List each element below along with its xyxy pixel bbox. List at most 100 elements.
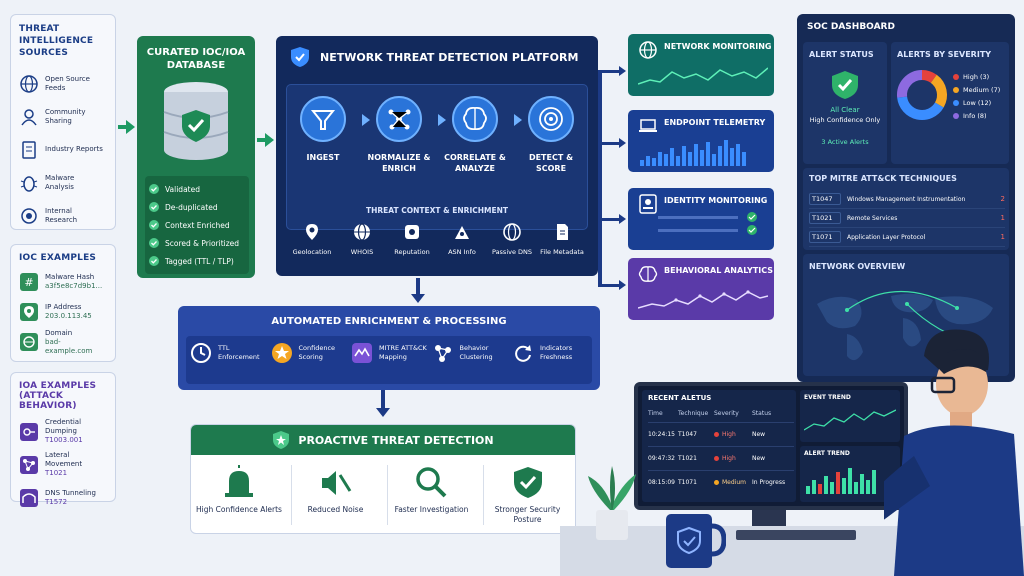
stage-2: CORRELATE & ANALYZE (442, 96, 522, 174)
db-check-item: Context Enriched (149, 216, 245, 234)
mitre-name: Remote Services (847, 214, 898, 222)
arrow-sources-to-db (126, 120, 135, 134)
arrow-db-to-platform (265, 133, 274, 147)
db-check-label: Validated (165, 184, 200, 194)
hash-icon: # (19, 272, 39, 292)
processing-item: TTL Enforcement (190, 342, 268, 364)
db-check-item: Tagged (TTL / TLP) (149, 252, 245, 270)
alert-technique: T1047 (678, 431, 697, 438)
mitre-id: T1047 (809, 193, 841, 205)
alert-severity-label: High (722, 455, 736, 462)
mug-icon (666, 514, 726, 568)
arrow-platform-to-processing (411, 294, 425, 303)
arrow-processing-to-proactive (376, 408, 390, 417)
alert-status-title: ALERT STATUS (809, 50, 874, 59)
context-item: ASN Info (438, 222, 486, 256)
stage-arrow (514, 114, 522, 126)
context-item: Geolocation (288, 222, 336, 256)
db-check-item: De-duplicated (149, 198, 245, 216)
db-check-item: Validated (149, 180, 245, 198)
db-check-label: Context Enriched (165, 220, 230, 230)
mitre-name: Application Layer Protocol (847, 233, 926, 241)
proactive-item: Faster Investigation (387, 465, 475, 525)
processing-title: AUTOMATED ENRICHMENT & PROCESSING (271, 316, 507, 327)
shield-icon (291, 47, 309, 67)
ioa-panel: IOA EXAMPLES (ATTACK BEHAVIOR) Credentia… (10, 372, 116, 507)
donut-slice-3 (897, 70, 923, 98)
donut-slice-1 (930, 74, 947, 108)
processing-label: TTL Enforcement (218, 344, 260, 361)
source-item: Industry Reports (19, 133, 107, 166)
context-label: Geolocation (292, 248, 332, 256)
funnel-icon (300, 96, 346, 142)
alert-technique: T1021 (678, 455, 697, 462)
alert-time: 08:15:09 (648, 479, 675, 486)
context-item: File Metadata (538, 222, 586, 256)
context-label: ASN Info (448, 248, 476, 256)
source-label: Community Sharing (45, 107, 86, 125)
alert-trend-chart (806, 464, 878, 494)
donut-slice-2 (897, 96, 944, 120)
alert-status: New (752, 431, 766, 438)
world-map (817, 290, 993, 361)
report-icon (19, 140, 39, 160)
refresh-icon (512, 342, 534, 364)
network-icon (19, 455, 39, 475)
db-check-label: Tagged (TTL / TLP) (165, 256, 234, 266)
magnifier-icon (388, 465, 475, 501)
mitre-count: 2 (1000, 195, 1005, 203)
clock-icon (190, 342, 212, 364)
monitor-stand (752, 510, 786, 526)
pin-icon (288, 222, 336, 242)
active-alerts-text: 3 Active Alerts (821, 138, 869, 146)
stage-0: INGEST (290, 96, 370, 174)
platform-title: NETWORK THREAT DETECTION PLATFORM (320, 50, 579, 64)
severity-dot (714, 480, 719, 485)
event-trend-title: EVENT TREND (804, 394, 851, 401)
ioa-label: Credential Dumping (45, 418, 82, 435)
laptop-icon (639, 119, 657, 132)
monitor-identity-label: IDENTITY MONITORING (664, 196, 768, 205)
alert-time: 10:24:15 (648, 431, 675, 438)
ioc-label: Domain (45, 328, 73, 337)
globe-icon (19, 74, 39, 94)
alert-severity: High (714, 431, 752, 438)
event-trend-chart (804, 409, 896, 431)
processing-label: MITRE ATT&CK Mapping (379, 344, 427, 361)
processing-label: Behavior Clustering (459, 344, 493, 361)
processing-label: Confidence Scoring (298, 344, 336, 361)
key-icon (19, 422, 39, 442)
alert-status: In Progress (752, 479, 786, 486)
context-label: File Metadata (540, 248, 584, 256)
stage-label: NORMALIZE & ENRICH (367, 153, 431, 173)
severity-dot (953, 99, 959, 106)
sources-title: THREAT INTELLIGENCE SOURCES (19, 24, 94, 58)
database-icon (163, 82, 229, 160)
mitre-id: T1071 (809, 231, 841, 243)
mitre-id: T1021 (809, 212, 841, 224)
severity-dot (953, 86, 959, 93)
ioc-label: IP Address (45, 303, 82, 311)
all-clear-text: All Clear (830, 106, 860, 114)
screen-col-header: Severity (714, 410, 739, 417)
check-circle-icon (149, 238, 159, 248)
check-circle-icon (149, 184, 159, 194)
ioa-value: T1572 (45, 497, 68, 506)
mute-icon (292, 465, 379, 501)
id-card-icon (639, 194, 657, 214)
mitre-title: TOP MITRE ATT&CK TECHNIQUES (809, 174, 957, 183)
stage-3: DETECT & SCORE (518, 96, 584, 174)
high-confidence-text: High Confidence Only (809, 116, 881, 124)
monitor-network: NETWORK MONITORING (628, 34, 774, 96)
monitor-identity: IDENTITY MONITORING (628, 188, 774, 250)
mitre-count: 1 (1000, 233, 1005, 241)
stage-label: INGEST (306, 153, 340, 162)
